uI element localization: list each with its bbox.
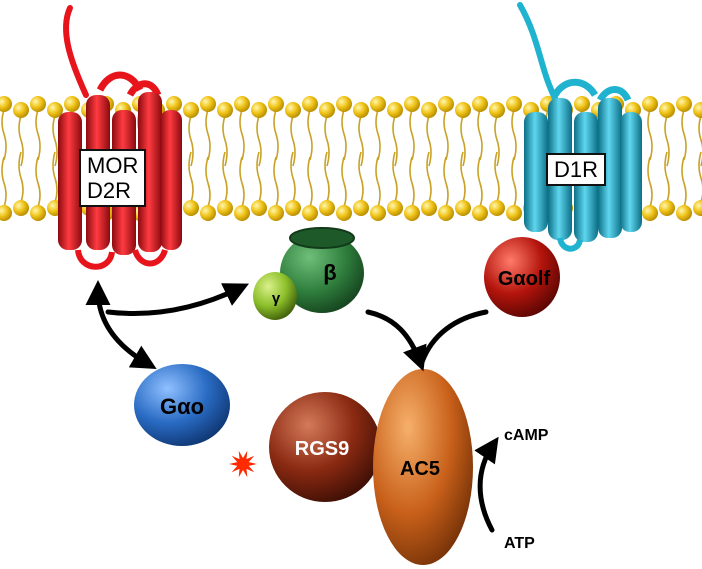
atp-to-camp-arrow xyxy=(474,436,499,533)
mor-d2r-receptor xyxy=(58,5,182,270)
atp-label: ATP xyxy=(504,535,535,552)
g-alpha-olf-label: Gαolf xyxy=(498,268,551,290)
g-alpha-olf: Gαolf xyxy=(484,237,560,317)
ac5-label: AC5 xyxy=(400,458,440,480)
beta-gamma-to-ac5-arrow xyxy=(365,309,427,372)
interaction-star-icon xyxy=(229,450,257,478)
beta-label: β xyxy=(323,260,336,285)
d1r-label: D1R xyxy=(554,157,599,182)
g-alpha-o: Gαo xyxy=(134,364,230,446)
g-alpha-o-label: Gαo xyxy=(160,394,204,419)
gamma-label: γ xyxy=(272,290,281,307)
mor-label: MOR xyxy=(87,153,139,178)
g-alpha-olf-to-ac5-arrow xyxy=(419,309,489,365)
d2r-label: D2R xyxy=(87,178,132,203)
lipid-bilayer xyxy=(0,96,702,221)
rgs9: RGS9 xyxy=(269,392,381,502)
receptor-beta-gamma-arrow xyxy=(105,283,249,316)
arrows xyxy=(85,280,499,533)
d1r-receptor xyxy=(517,2,642,252)
g-beta-gamma: β γ xyxy=(253,227,364,320)
d1r-label-box: D1R xyxy=(546,153,607,186)
ac5: AC5 xyxy=(373,369,473,565)
mor-d2r-label-box: MOR D2R xyxy=(79,149,147,207)
receptor-g-alpha-o-arrow xyxy=(85,280,157,369)
rgs9-label: RGS9 xyxy=(295,438,349,460)
camp-label: cAMP xyxy=(504,427,549,444)
